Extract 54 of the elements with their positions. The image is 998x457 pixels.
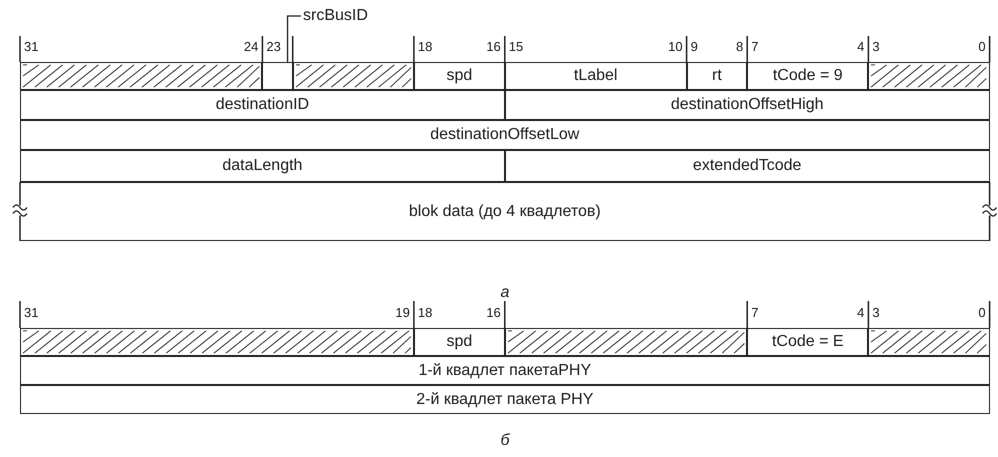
field-cell (414, 62, 505, 90)
field-cell (686, 62, 748, 90)
bit-number: 19 (395, 305, 410, 320)
field-name: 1-й квадлет пакетаPHY (418, 362, 592, 380)
bit-number: 8 (736, 39, 744, 54)
field-cell (20, 385, 990, 414)
bit-number: 18 (418, 39, 432, 54)
field-cell (20, 182, 990, 241)
bit-number: 24 (244, 39, 258, 54)
bit-number: 9 (690, 39, 698, 54)
field-cell (20, 356, 990, 385)
bit-number: 0 (978, 305, 986, 320)
subfigure-label: а (500, 284, 510, 302)
bit-number: 3 (872, 39, 880, 54)
field-cell (747, 62, 868, 90)
bit-number: 10 (668, 39, 683, 54)
field-cell (504, 90, 990, 120)
field-name: dataLength (222, 157, 302, 175)
field-cell (414, 328, 505, 356)
field-name: tCode = 9 (772, 67, 843, 85)
field-cell (504, 62, 687, 90)
bit-number: 15 (508, 39, 524, 54)
field-name: rt (712, 67, 722, 85)
leader-line (286, 15, 301, 62)
bit-number: 7 (751, 39, 758, 54)
field-cell (262, 62, 293, 90)
field-name: destinationOffsetHigh (670, 96, 824, 114)
field-name: spd (446, 67, 472, 85)
bit-number: 16 (486, 39, 501, 54)
bit-number: 23 (266, 39, 281, 54)
field-name: destinationOffsetLow (430, 126, 580, 144)
field-cell (747, 328, 868, 356)
bit-number: 18 (418, 305, 432, 320)
field-cell (20, 150, 505, 182)
bit-number: 7 (751, 305, 758, 320)
field-cell (504, 150, 990, 182)
field-cell (20, 90, 505, 120)
field-name: spd (446, 333, 472, 351)
field-name: 2-й квадлет пакета PHY (416, 390, 594, 408)
bit-number: 4 (857, 305, 864, 320)
subfigure-label: б (500, 432, 510, 450)
bit-number: 0 (978, 39, 986, 54)
field-label: srcBusID (303, 7, 368, 24)
field-name: destinationID (216, 96, 310, 114)
bit-number: 31 (24, 305, 38, 320)
field-name: extendedTcode (692, 157, 802, 175)
field-name: tLabel (574, 67, 618, 85)
field-name: tCode = E (772, 333, 844, 351)
bit-number: 4 (857, 39, 864, 54)
bit-number: 3 (872, 305, 880, 320)
bit-number: 31 (24, 39, 38, 54)
bit-number: 16 (486, 305, 501, 320)
field-name: blok data (до 4 квадлетов) (408, 202, 601, 220)
field-cell (20, 120, 990, 150)
